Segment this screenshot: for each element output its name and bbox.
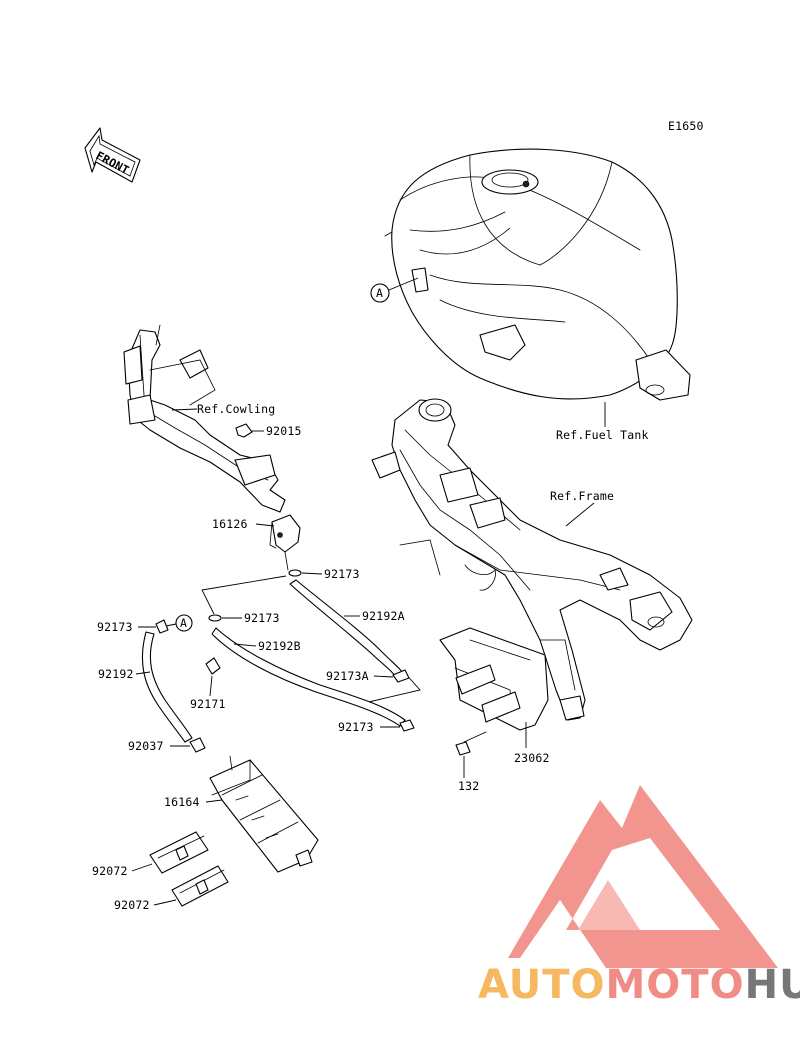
clamp-92173-b-drawing [208, 614, 222, 622]
valve-16126-drawing [269, 514, 301, 571]
part-92192B-leader [233, 643, 257, 647]
part-16164-label: 16164 [164, 795, 200, 809]
frame-drawing [371, 398, 693, 721]
callout-a-tank-leader [388, 277, 419, 291]
part-92192A-label: 92192A [362, 609, 405, 623]
ref-fuel-tank-label: Ref.Fuel Tank [556, 428, 649, 442]
hose-92192-drawing [141, 631, 193, 743]
clamp-92173-d-drawing [155, 619, 169, 634]
callout-a-tank [370, 283, 390, 303]
bolt-132-drawing [455, 731, 487, 756]
part-132-label: 132 [458, 779, 479, 793]
hose-routing-guide-upper [201, 575, 287, 615]
watermark-text: AUTOMOTOHUB [478, 962, 800, 1008]
ref-frame-leader [565, 502, 595, 527]
part-92173A-leader [373, 675, 394, 678]
ref-cowling-label: Ref.Cowling [197, 402, 275, 416]
canister-16164-drawing [209, 755, 319, 873]
part-92173-d-label: 92173 [97, 620, 133, 634]
hose-92192A-drawing [289, 579, 406, 681]
part-92171-label: 92171 [190, 697, 226, 711]
clamp-92072-b-drawing [171, 865, 229, 907]
callout-a-tank-letter: A [376, 286, 383, 300]
part-23062-label: 23062 [514, 751, 550, 765]
clamp-92173-c-drawing [399, 719, 415, 732]
watermark-triangle-icon [508, 785, 778, 968]
callout-a-hose-leader [165, 623, 177, 627]
hose-92192B-drawing [211, 627, 406, 727]
part-92171-leader [209, 675, 213, 697]
part-92192-leader [135, 671, 151, 675]
part-92173-a-leader [301, 572, 323, 575]
part-92173-b-label: 92173 [244, 611, 280, 625]
bracket-23062-drawing [439, 627, 549, 731]
part-92173A-label: 92173A [326, 669, 369, 683]
fitting-92037-drawing [189, 737, 206, 753]
part-92015-label: 92015 [266, 424, 302, 438]
watermark-moto: MOTO [606, 962, 745, 1008]
part-92192B-label: 92192B [258, 639, 301, 653]
part-16126-label: 16126 [212, 517, 248, 531]
clamp-92072-a-drawing [149, 831, 209, 874]
watermark-auto: AUTO [478, 962, 606, 1008]
clamp-92173A-drawing [392, 669, 410, 683]
part-92173-c-label: 92173 [338, 720, 374, 734]
part-92037-label: 92037 [128, 739, 164, 753]
part-92072-a-leader [131, 863, 153, 872]
fuel-tank-drawing [384, 148, 691, 401]
clip-92171-drawing [205, 657, 221, 675]
ref-cowling-leader [171, 408, 198, 411]
watermark-hub: HUB [745, 962, 800, 1008]
diagram-code: E1650 [668, 119, 704, 133]
clamp-92173-a-drawing [288, 569, 302, 577]
callout-a-hose [175, 614, 193, 632]
part-92173-a-label: 92173 [324, 567, 360, 581]
callout-a-hose-letter: A [180, 616, 187, 630]
part-92072-a-label: 92072 [92, 864, 128, 878]
watermark-logo [508, 785, 778, 968]
part-92072-b-label: 92072 [114, 898, 150, 912]
part-92192-label: 92192 [98, 667, 134, 681]
nut-92015-drawing [235, 423, 253, 438]
part-16126-leader [255, 523, 275, 527]
watermark-inner-triangle-icon [578, 880, 640, 930]
front-arrow-icon: FRONT [84, 127, 141, 183]
cowling-bracket-drawing [123, 324, 286, 513]
ref-frame-label: Ref.Frame [550, 489, 614, 503]
part-92072-b-leader [153, 899, 177, 906]
part-16164-leader [205, 799, 223, 803]
